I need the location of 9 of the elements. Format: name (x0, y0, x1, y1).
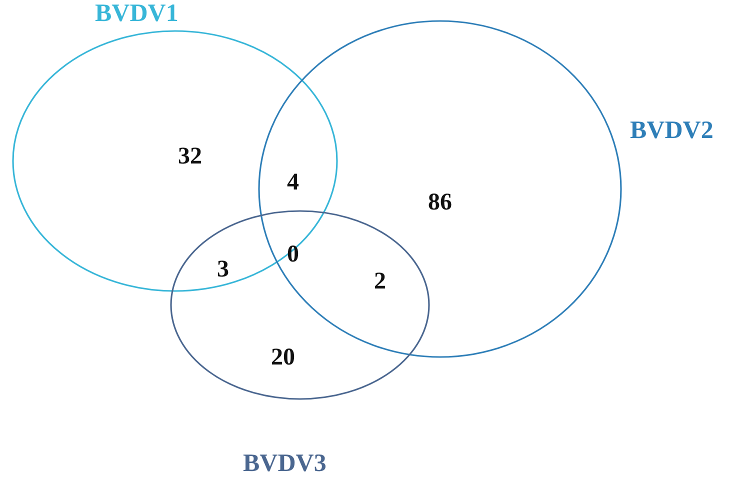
set-label: BVDV3 (243, 450, 326, 478)
count-label: 86 (428, 190, 452, 216)
count-label: 32 (178, 144, 202, 170)
count-label: 3 (217, 256, 229, 284)
count-label: 4 (287, 170, 299, 196)
count-label: 20 (271, 344, 295, 372)
count-label: 2 (374, 268, 386, 296)
set-label: BVDV2 (630, 117, 714, 145)
set-label: BVDV1 (95, 0, 178, 28)
